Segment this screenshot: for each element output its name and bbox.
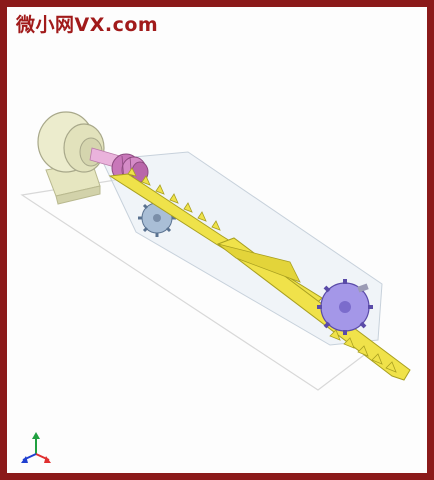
xyz-axis-triad-icon bbox=[21, 432, 51, 463]
watermark-text: 微小网VX.com bbox=[16, 14, 159, 36]
spur-gear-purple bbox=[317, 279, 373, 335]
lower-rack-teeth bbox=[329, 329, 397, 373]
upper-rack-teeth bbox=[127, 167, 221, 231]
